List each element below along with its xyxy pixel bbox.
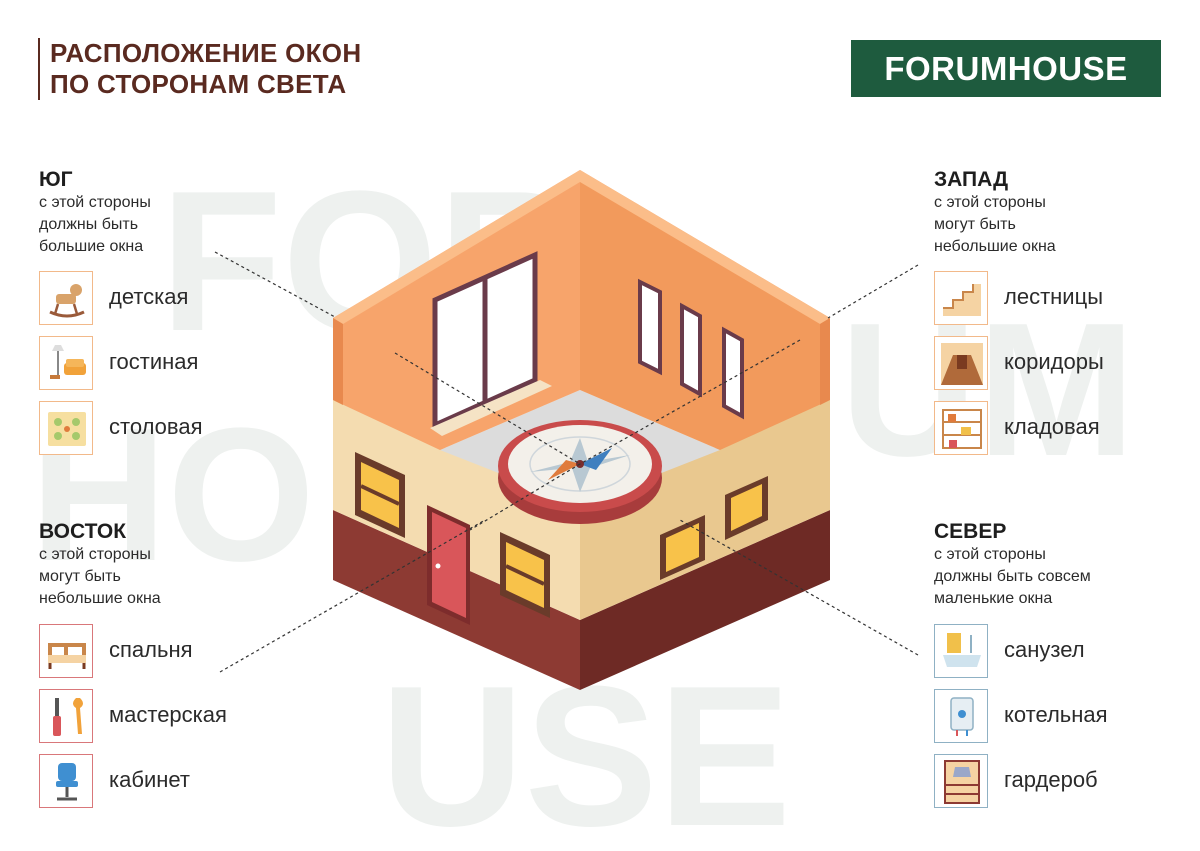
wall-lower-right <box>580 400 830 620</box>
direction-title-west: ЗАПАД <box>934 168 1009 191</box>
bed-icon <box>39 624 93 678</box>
rocking-horse-icon <box>39 271 93 325</box>
wall-top-left <box>333 170 590 324</box>
room-item: кладовая <box>934 401 1194 457</box>
room-item: гостиная <box>39 336 299 392</box>
room-label: кладовая <box>1004 414 1100 439</box>
shelves-icon <box>934 401 988 455</box>
room-label: санузел <box>1004 637 1085 662</box>
tools-icon <box>39 689 93 743</box>
exterior-window-right-2 <box>725 476 768 540</box>
section-north: СЕВЕР с этой стороны должны быть совсем … <box>934 520 1194 610</box>
wall-top-right <box>580 170 830 324</box>
base-right <box>580 510 830 690</box>
room-label: кабинет <box>109 767 190 792</box>
section-west: ЗАПАД с этой стороны могут быть небольши… <box>934 168 1194 258</box>
office-chair-icon <box>39 754 93 808</box>
corridor-icon <box>934 336 988 390</box>
note-east-1: с этой стороны <box>39 546 151 563</box>
direction-title-east: ВОСТОК <box>39 520 127 543</box>
wardrobe-icon <box>934 754 988 808</box>
leader-lines <box>214 251 919 673</box>
section-south: ЮГ с этой стороны должны быть большие ок… <box>39 168 299 258</box>
room-item: лестницы <box>934 271 1194 327</box>
room-item: гардероб <box>934 754 1194 810</box>
room-label: мастерская <box>109 702 227 727</box>
room-item: коридоры <box>934 336 1194 392</box>
dining-table-icon <box>39 401 93 455</box>
bathtub-icon <box>934 624 988 678</box>
room-label: гардероб <box>1004 767 1098 792</box>
note-south-2: должны быть <box>39 216 139 233</box>
room-label: спальня <box>109 637 193 662</box>
note-east-2: могут быть <box>39 568 121 585</box>
room-label: котельная <box>1004 702 1108 727</box>
room-label: гостиная <box>109 349 199 374</box>
stairs-icon <box>934 271 988 325</box>
title-line-2: ПО СТОРОНАМ СВЕТА <box>50 69 347 99</box>
wall-edge-left <box>333 318 343 405</box>
armchair-lamp-icon <box>39 336 93 390</box>
note-west-2: могут быть <box>934 216 1016 233</box>
window-narrow-1 <box>638 278 662 376</box>
section-east: ВОСТОК с этой стороны могут быть небольш… <box>39 520 299 610</box>
note-south-3: большие окна <box>39 238 144 255</box>
note-north-2: должны быть совсем <box>934 568 1091 585</box>
note-west-1: с этой стороны <box>934 194 1046 211</box>
room-item: санузел <box>934 624 1194 680</box>
wall-inner-right <box>580 170 830 450</box>
door <box>427 505 470 625</box>
wall-edge-right <box>820 318 830 405</box>
title-line-1: РАСПОЛОЖЕНИЕ ОКОН <box>50 38 362 68</box>
window-narrow-2 <box>680 302 702 398</box>
boiler-icon <box>934 689 988 743</box>
note-south-1: с этой стороны <box>39 194 151 211</box>
page-title: РАСПОЛОЖЕНИЕ ОКОН ПО СТОРОНАМ СВЕТА <box>38 38 361 100</box>
room-item: кабинет <box>39 754 299 810</box>
window-large-sill <box>430 380 552 436</box>
room-label: лестницы <box>1004 284 1103 309</box>
note-west-3: небольшие окна <box>934 238 1056 255</box>
direction-title-south: ЮГ <box>39 168 73 191</box>
window-narrow-3 <box>722 326 744 420</box>
note-east-3: небольшие окна <box>39 590 161 607</box>
room-item: столовая <box>39 401 299 457</box>
forumhouse-logo[interactable]: FORUMHOUSE <box>851 40 1161 97</box>
note-north-1: с этой стороны <box>934 546 1046 563</box>
room-label: детская <box>109 284 189 309</box>
compass <box>498 420 662 524</box>
exterior-window-left-1 <box>355 452 405 538</box>
room-label: столовая <box>109 414 203 439</box>
room-item: спальня <box>39 624 299 680</box>
room-item: котельная <box>934 689 1194 745</box>
exterior-window-left-2 <box>500 532 550 618</box>
room-label: коридоры <box>1004 349 1104 374</box>
note-north-3: маленькие окна <box>934 590 1053 607</box>
direction-title-north: СЕВЕР <box>934 520 1007 543</box>
room-item: детская <box>39 271 299 327</box>
exterior-window-right-1 <box>660 515 705 580</box>
room-item: мастерская <box>39 689 299 745</box>
